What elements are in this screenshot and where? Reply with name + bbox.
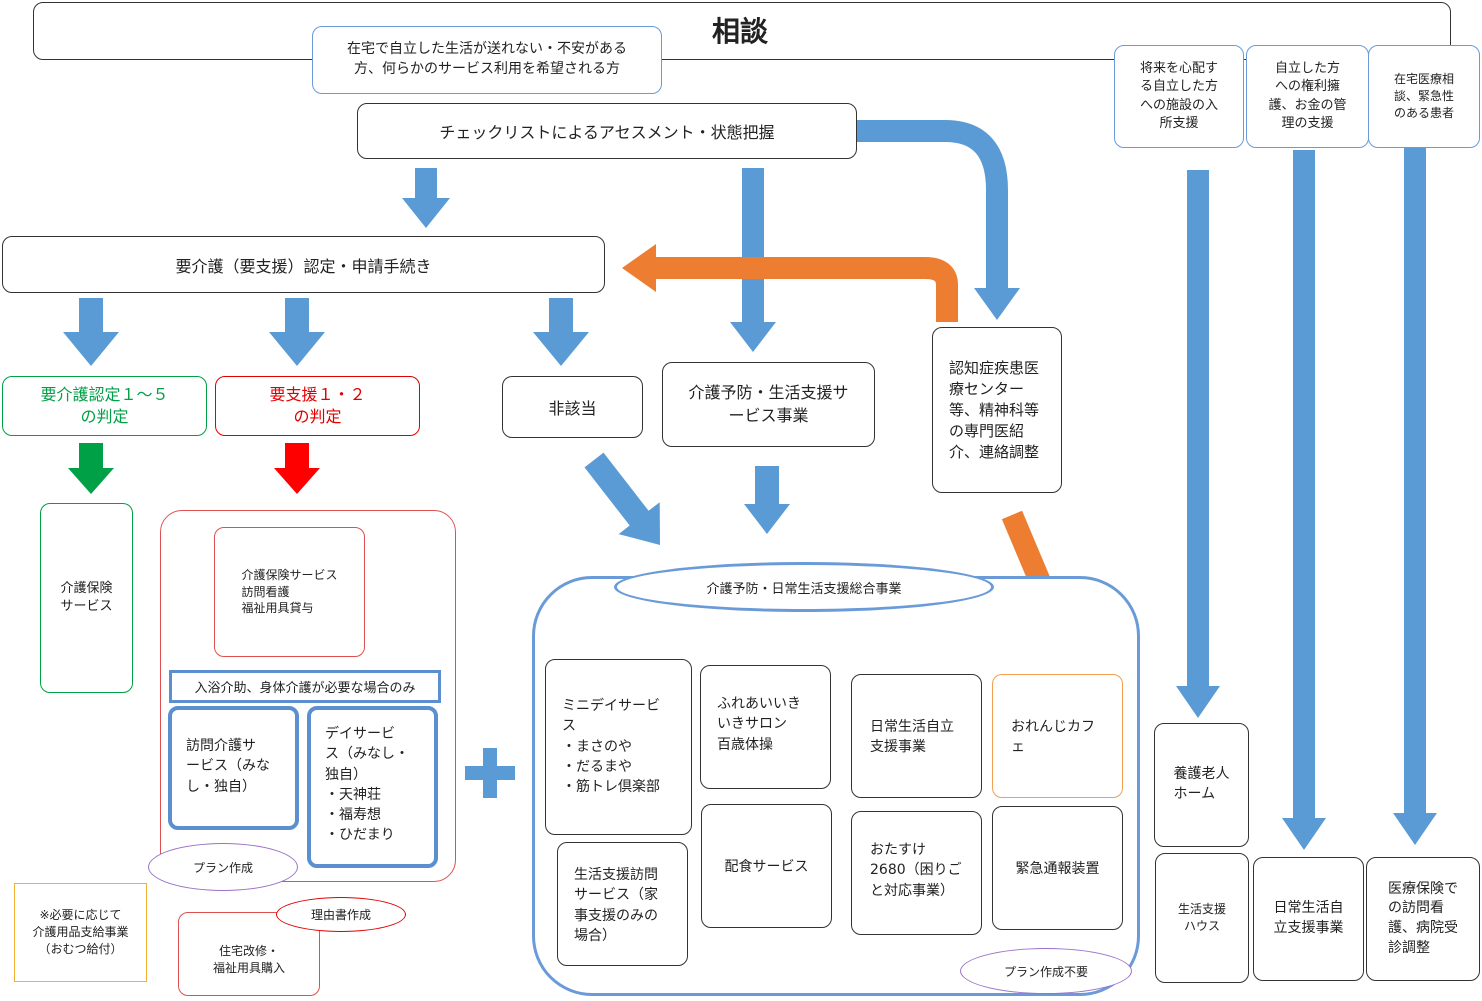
arrow-checklist-to-dementia-head xyxy=(974,270,1020,320)
arrow-future-to-nursing-home xyxy=(1176,170,1220,718)
day-service-box: デイサービ ス（みなし・ 独自） ・天神荘 ・福寿想 ・ひだまり xyxy=(307,706,438,868)
arrow-application-to-not-applicable xyxy=(533,298,589,366)
dementia-center-box: 認知症疾患医 療センター 等、精神科等 の専門医紹 介、連絡調整 xyxy=(932,327,1062,493)
plan-creation-ellipse: プラン作成 xyxy=(148,843,298,891)
future-worry-box: 将来を心配す る自立した方 への施設の入 所支援 xyxy=(1114,45,1244,148)
life-support-visit-box: 生活支援訪問 サービス（家 事支援のみの 場合） xyxy=(557,842,688,966)
reason-doc-ellipse: 理由書作成 xyxy=(276,897,406,932)
fureai-box: ふれあいいき いきサロン 百歳体操 xyxy=(700,665,831,789)
general-project-title-ellipse: 介護予防・日常生活支援総合事業 xyxy=(614,562,994,612)
application-box: 要介護（要支援）認定・申請手続き xyxy=(2,236,605,293)
daily-support-right-box: 日常生活自 立支援事業 xyxy=(1253,857,1364,981)
orange-cafe-box: おれんじカフ ェ xyxy=(992,674,1123,798)
bath-note-box: 入浴介助、身体介護が必要な場合のみ xyxy=(169,670,441,703)
medical-visit-box: 医療保険で の訪問看 護、病院受 診調整 xyxy=(1366,857,1480,981)
arrow-rights-to-daily-support xyxy=(1282,150,1326,850)
no-plan-ellipse: プラン作成不要 xyxy=(960,948,1132,994)
care-level-box: 要介護認定１～５ の判定 xyxy=(2,376,207,436)
otasuke-box: おたすけ 2680（困りご と対応事業） xyxy=(851,811,982,935)
checklist-box: チェックリストによるアセスメント・状態把握 xyxy=(357,103,857,159)
life-support-house-box: 生活支援 ハウス xyxy=(1155,853,1249,983)
arrow-application-to-support xyxy=(269,298,325,366)
daily-independence-box: 日常生活自立 支援事業 xyxy=(851,674,982,798)
support-services-box: 介護保険サービス 訪問看護 福祉用具貸与 xyxy=(214,527,365,657)
nursing-home-box: 養護老人 ホーム xyxy=(1154,723,1249,847)
meal-service-box: 配食サービス xyxy=(701,804,832,928)
arrow-dementia-to-application-head xyxy=(622,244,670,292)
arrow-care-to-insurance xyxy=(68,443,114,494)
prevention-box: 介護予防・生活支援サ ービス事業 xyxy=(662,362,875,447)
support-level-box: 要支援１・２ の判定 xyxy=(215,376,420,436)
page-title: 相談 xyxy=(711,15,768,49)
mini-day-box: ミニデイサービ ス ・まさのや ・だるまや ・筋トレ倶楽部 xyxy=(545,659,692,835)
emergency-box: 緊急通報装置 xyxy=(992,806,1123,930)
arrow-medical-to-visit xyxy=(1393,140,1437,845)
arrow-prevention-to-general xyxy=(744,466,790,534)
arrow-checklist-to-dementia-curve xyxy=(857,120,1008,278)
not-applicable-box: 非該当 xyxy=(502,376,643,438)
home-visit-box: 訪問介護サ ービス（みな し・独自） xyxy=(168,706,299,830)
rights-advocacy-box: 自立した方 への権利擁 護、お金の管 理の支援 xyxy=(1246,45,1369,148)
arrow-not-applicable-to-general xyxy=(584,452,660,545)
intro-box: 在宅で自立した生活が送れない・不安がある 方、何らかのサービス利用を希望される方 xyxy=(312,26,662,94)
arrow-support-to-services xyxy=(274,443,320,494)
arrow-checklist-to-application xyxy=(402,168,450,228)
diaper-note-box: ※必要に応じて 介護用品支給事業 （おむつ給付） xyxy=(14,883,147,982)
arrow-application-to-care xyxy=(63,298,119,366)
care-insurance-box: 介護保険 サービス xyxy=(40,503,133,693)
home-medical-box: 在宅医療相 談、緊急性 のある患者 xyxy=(1368,45,1480,148)
arrow-dementia-to-application-curve xyxy=(660,257,958,322)
